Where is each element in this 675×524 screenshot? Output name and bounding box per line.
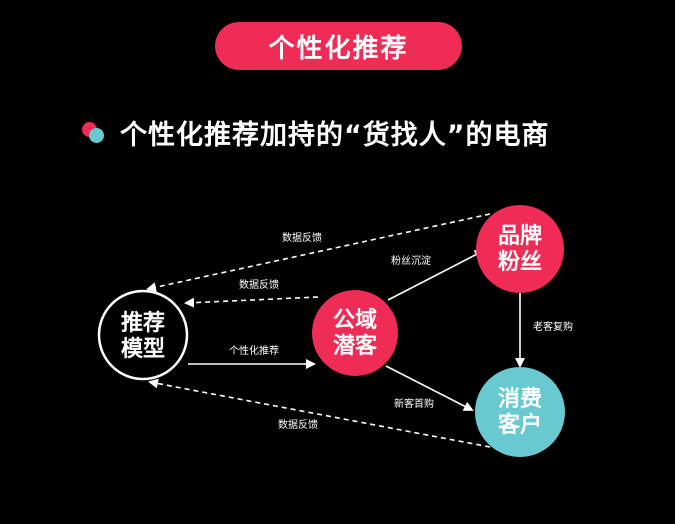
node-brand-fans-line1: 品牌 <box>498 223 542 249</box>
node-recommend-model-line1: 推荐 <box>121 310 165 336</box>
title-pill: 个性化推荐 <box>215 22 462 70</box>
edge-consumer-to-model <box>148 378 491 448</box>
edge-public-to-fans <box>387 250 485 301</box>
edge-label-model-to-public: 个性化推荐 <box>229 344 279 357</box>
node-brand-fans-line2: 粉丝 <box>498 249 542 275</box>
bullet-dots-icon <box>82 120 106 144</box>
page-title: 个性化推荐 <box>268 33 409 64</box>
node-recommend-model: 推荐 模型 <box>97 289 189 381</box>
edge-label-public-to-model: 数据反馈 <box>239 278 279 291</box>
node-recommend-model-line2: 模型 <box>121 337 165 362</box>
subtitle: 个性化推荐加持的“货找人”的电商 <box>120 119 550 151</box>
edge-label-fans-to-model: 数据反馈 <box>282 231 322 244</box>
node-public-prospects-line1: 公域 <box>333 307 377 333</box>
node-brand-fans: 品牌 粉丝 <box>476 205 564 293</box>
subtitle-row: 个性化推荐加持的“货找人”的电商 <box>82 112 550 152</box>
node-public-prospects: 公域 潜客 <box>312 290 398 376</box>
node-consumer-customer: 消费 客户 <box>475 367 565 457</box>
edge-label-public-to-consumer: 新客首购 <box>394 397 434 410</box>
edge-fans-to-model <box>146 213 491 293</box>
node-consumer-customer-line2: 客户 <box>498 412 542 438</box>
node-public-prospects-line2: 潜客 <box>333 333 378 359</box>
edge-label-consumer-to-model: 数据反馈 <box>278 418 318 431</box>
teal-dot-icon <box>89 128 104 143</box>
edge-public-to-consumer <box>385 365 474 411</box>
edge-label-public-to-fans: 粉丝沉淀 <box>391 254 431 267</box>
edge-label-fans-to-consumer: 老客复购 <box>533 320 573 333</box>
node-consumer-customer-line1: 消费 <box>498 387 542 412</box>
edge-public-to-model <box>184 296 319 308</box>
